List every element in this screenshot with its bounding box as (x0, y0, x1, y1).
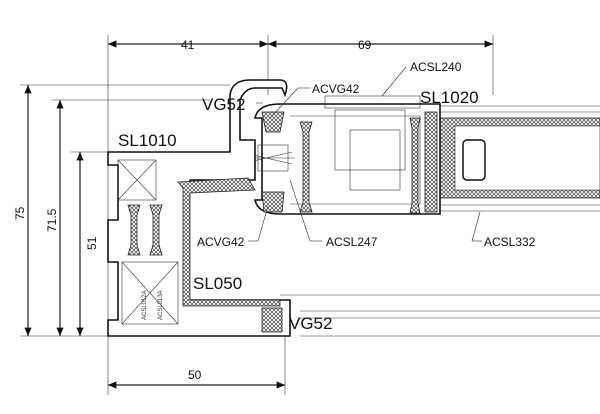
dim-left-outer: 75 (13, 206, 27, 220)
label-acsl240: ACSL240 (410, 60, 462, 74)
label-acvg42-top: ACVG42 (312, 82, 360, 96)
dim-top-left: 41 (181, 38, 195, 52)
label-vg52-top: VG52 (202, 95, 245, 114)
label-sl1010: SL1010 (118, 131, 177, 150)
label-acsl332: ACSL332 (484, 235, 536, 249)
leader-lines (248, 66, 482, 242)
acsl012a-label: ACSL012A (142, 290, 148, 320)
frame-profile-sl1010: ACSL012A ACSL013A (107, 79, 291, 337)
acsl013a-label: ACSL013A (158, 290, 164, 320)
sash-profile-sl1020 (235, 95, 441, 215)
label-vg52-bottom: VG52 (289, 314, 332, 333)
dimension-lines (24, 40, 493, 389)
label-acsl247: ACSL247 (326, 235, 378, 249)
dim-left-middle: 71.5 (45, 208, 59, 232)
dim-top-right: 69 (358, 38, 372, 52)
label-sl1020: SL1020 (420, 88, 479, 107)
lower-glazing-lines (280, 294, 600, 337)
dim-left-inner: 51 (85, 236, 99, 250)
label-acvg42-bottom: ACVG42 (197, 235, 245, 249)
glazing-unit (430, 105, 600, 212)
label-sl050: SL050 (193, 274, 242, 293)
dim-bottom: 50 (188, 368, 202, 382)
